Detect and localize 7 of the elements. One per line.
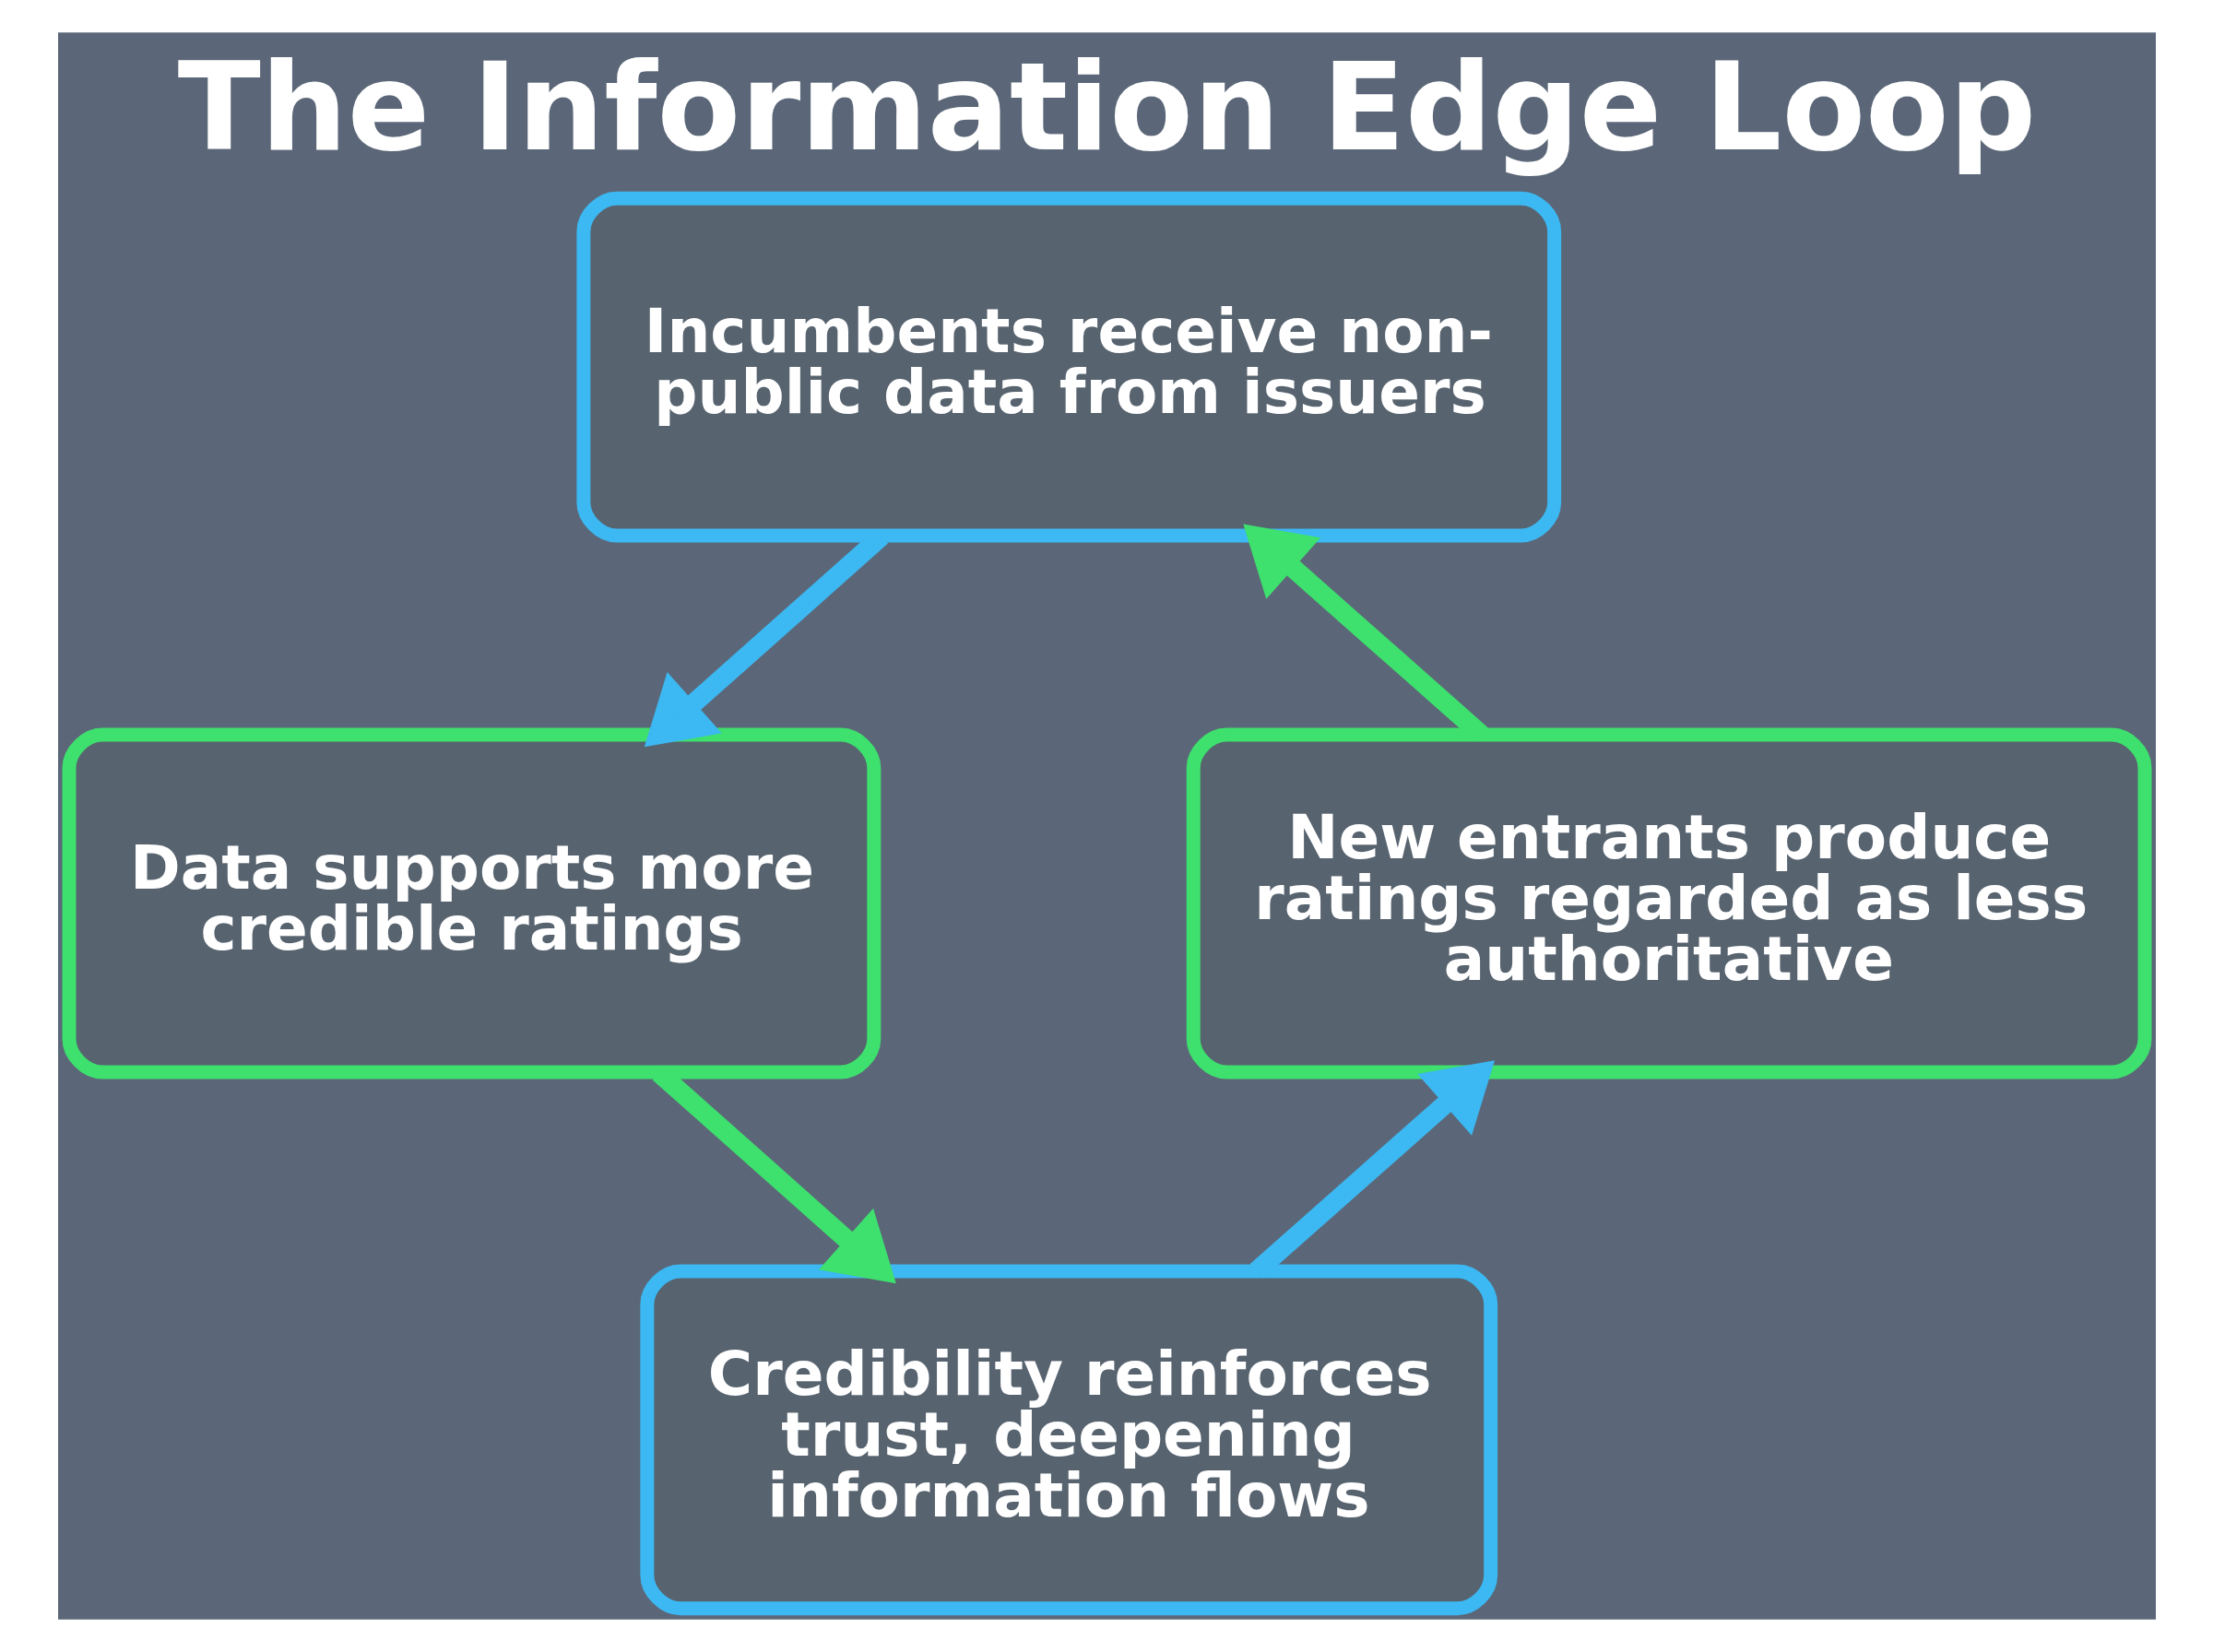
arrow [1249, 1060, 1495, 1279]
node-box: Incumbents receive non-public data from issuers [575, 191, 1561, 543]
diagram-title: The Information Edge Loop [177, 36, 2036, 178]
arrow [1242, 524, 1488, 742]
node-box: New entrants produce ratings regarded as less authoritative [1186, 727, 2151, 1080]
node-box: Credibility reinforces trust, deepening information flows [639, 1264, 1497, 1616]
node-box: Data supports more credible ratings [62, 727, 881, 1080]
